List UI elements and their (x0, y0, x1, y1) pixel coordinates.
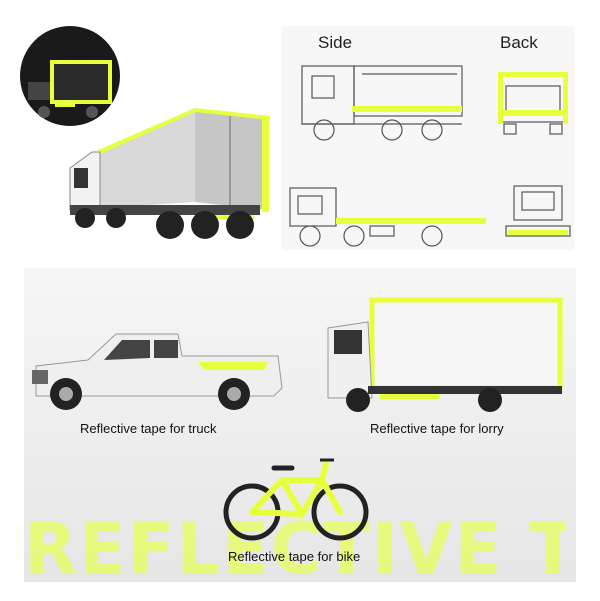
semi-truck-panel (0, 0, 282, 250)
box-lorry-illustration (327, 297, 563, 412)
side-flatbed-diagram (289, 187, 482, 247)
back-view-label: Back (500, 33, 538, 52)
tape-strip (498, 72, 568, 77)
tape-strip (498, 72, 503, 124)
back-flatbed-diagram (505, 185, 571, 237)
tape-strip (508, 230, 568, 235)
tape-strip (498, 110, 568, 116)
tape-placement-diagrams (289, 65, 571, 247)
side-view-label: Side (318, 33, 353, 52)
tape-strip (336, 218, 486, 224)
inset-zoom-photo (20, 26, 120, 126)
bicycle-illustration (223, 458, 369, 541)
back-dump-truck-diagram (499, 73, 567, 135)
pickup-truck-illustration (32, 333, 283, 410)
truck-caption: Reflective tape for truck (80, 421, 217, 436)
tape-strip (563, 72, 568, 124)
semi-truck-illustration (20, 26, 270, 239)
tape-strip (352, 106, 462, 112)
bike-caption: Reflective tape for bike (228, 549, 361, 564)
lorry-caption: Reflective tape for lorry (370, 421, 504, 436)
side-dump-truck-diagram (301, 65, 463, 141)
reflective-tape-watermark: REFLECTIVE TAPE (24, 516, 565, 582)
